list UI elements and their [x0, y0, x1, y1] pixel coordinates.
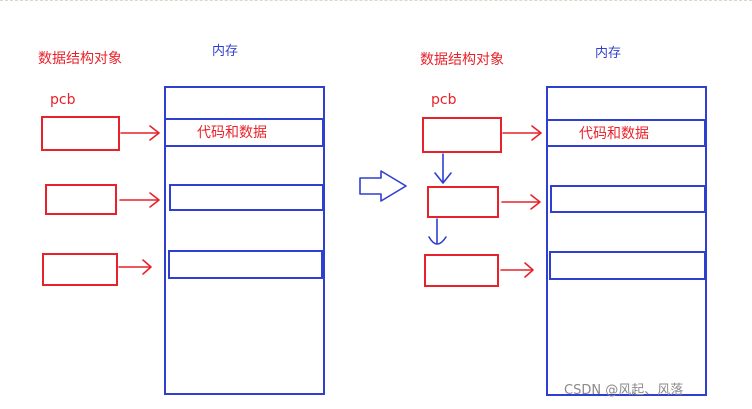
right-memory-label: 内存 — [595, 45, 621, 61]
top-border — [0, 0, 752, 2]
left-memory-slot-2 — [169, 184, 324, 211]
left-pcb-label: pcb — [50, 92, 76, 108]
right-pcb-box-2 — [427, 186, 499, 218]
right-pcb-label: pcb — [431, 92, 457, 108]
csdn-watermark: CSDN @风起、风落 — [564, 383, 683, 398]
left-pcb-box-2 — [45, 184, 117, 215]
left-struct-label: 数据结构对象 — [38, 51, 122, 67]
right-pcb-box-1 — [422, 117, 502, 153]
transition-arrow — [359, 170, 407, 202]
right-link-arrow-2 — [428, 218, 447, 245]
left-memory-label: 内存 — [212, 43, 238, 59]
left-arrow-1 — [120, 125, 160, 141]
right-memory-slot-2 — [550, 185, 706, 213]
left-code-data-label: 代码和数据 — [197, 125, 267, 141]
left-diagram: 数据结构对象 内存 pcb 代码和数据 — [38, 43, 325, 395]
right-pcb-box-3 — [424, 254, 499, 287]
left-memory-slot-3 — [168, 250, 323, 279]
right-arrow-1 — [502, 125, 542, 141]
right-memory-slot-3 — [549, 251, 706, 280]
left-arrow-2 — [119, 192, 160, 208]
right-arrow-3 — [500, 262, 534, 278]
right-code-data-label: 代码和数据 — [579, 126, 649, 142]
right-diagram: 数据结构对象 内存 pcb 代码和数据 — [420, 45, 707, 396]
right-arrow-2 — [501, 194, 541, 210]
left-arrow-3 — [118, 259, 152, 275]
left-memory-slot-1 — [164, 118, 324, 147]
right-memory-slot-1 — [546, 119, 706, 147]
left-memory-block — [164, 86, 325, 395]
right-link-arrow-1 — [434, 153, 452, 184]
left-pcb-box-3 — [42, 253, 118, 286]
left-pcb-box-1 — [41, 116, 120, 151]
right-memory-block — [546, 86, 707, 396]
right-struct-label: 数据结构对象 — [420, 52, 504, 68]
